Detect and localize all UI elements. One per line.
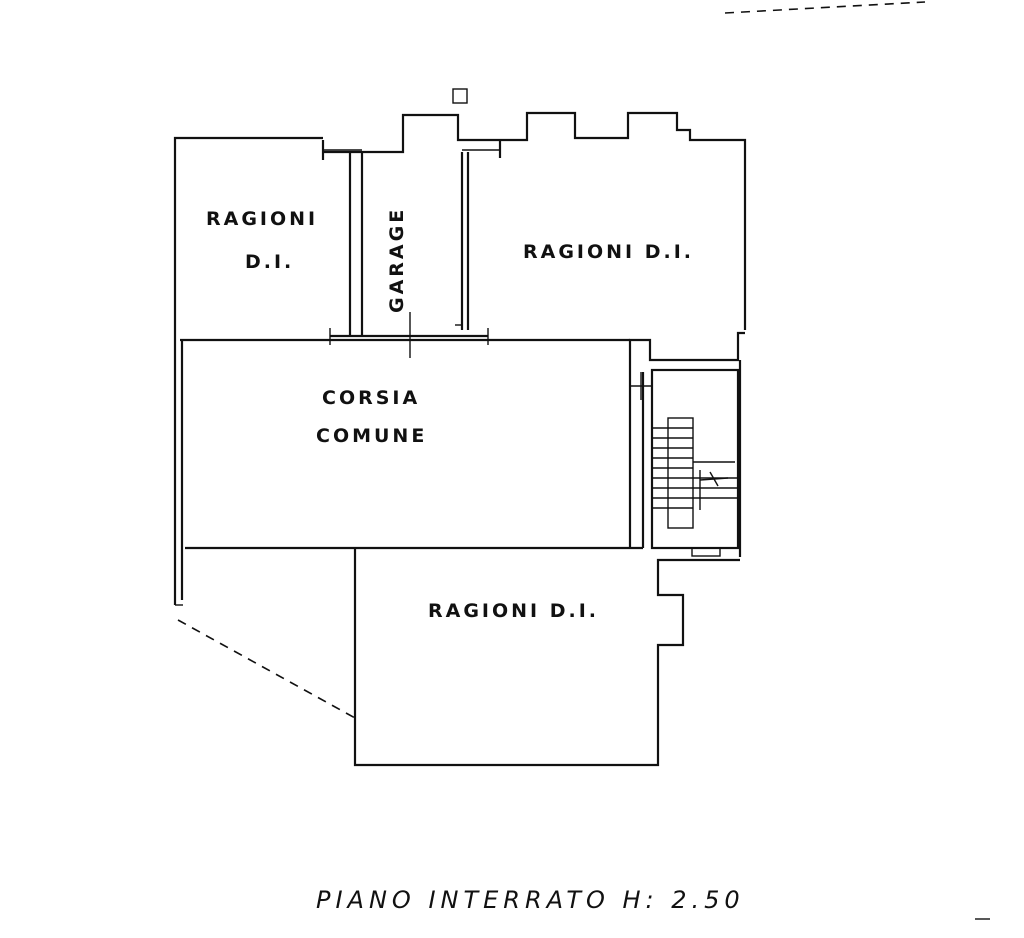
bottom-room-label: RAGIONI D.I. [428,600,599,622]
dashed-boundary-top [724,1,926,14]
stair-well [650,368,740,557]
left-room-label-line2: D.I. [245,251,294,273]
right-room-label: RAGIONI D.I. [523,241,694,263]
garage-walls [321,140,500,358]
bottom-room-walls [175,548,740,767]
corridor-walls [180,338,652,550]
marker-square [452,88,468,104]
left-room-label-line1: RAGIONI [206,208,318,230]
garage-label: GARAGE [386,207,408,313]
outer-walls [173,111,747,605]
plan-title: PIANO INTERRATO H: 2.50 [316,886,745,914]
corridor-label-line2: COMUNE [316,425,427,447]
corridor-label-line1: CORSIA [322,387,420,409]
